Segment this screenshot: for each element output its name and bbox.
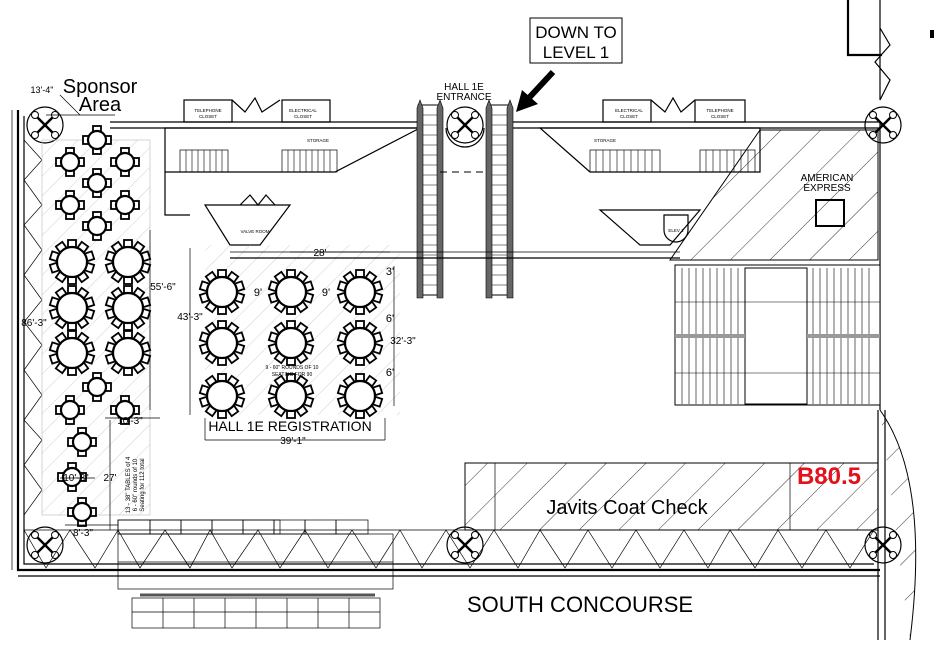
dim-sponsor-lower-height: 27' [103, 473, 116, 484]
south-concourse-label: SOUTH CONCOURSE [467, 592, 693, 617]
sponsor-area-line2: Area [79, 94, 122, 116]
dim-sponsor-width-top: 13'-4" [31, 85, 54, 95]
telephone-closet-left-1: TELEPHONE [194, 108, 221, 113]
hall-entrance-line1: HALL 1E [444, 82, 484, 93]
coat-check-label: Javits Coat Check [546, 497, 708, 519]
dim-sponsor-height: 55'-6" [150, 282, 176, 293]
dim-registration-gap-top: 3' [386, 266, 394, 278]
registration-area [189, 245, 680, 441]
electrical-closet-left-1: ELECTRICAL [289, 108, 317, 113]
registration-note-2: SEATING FOR 90 [272, 372, 313, 378]
labels: DOWN TO LEVEL 1 HALL 1E ENTRANCE Sponsor… [63, 17, 861, 617]
american-express-line2: EXPRESS [803, 183, 851, 194]
sponsor-note-1: 13 - 38" TABLES of 4 [126, 456, 132, 513]
dim-left-total: 86'-3" [21, 318, 47, 329]
telephone-closet-right-2: CLOSET [711, 114, 729, 119]
storage-left: STORAGE [307, 138, 329, 143]
dim-registration-gap-h2: 9' [322, 287, 330, 299]
dimensions: 13'-4" 55'-6" 86'-3" 10'-3" 27' 10'-3" 8… [21, 85, 416, 539]
storage-right: STORAGE [594, 138, 616, 143]
sponsor-area [41, 94, 160, 530]
american-express-line1: AMERICAN [801, 173, 854, 184]
telephone-closet-left-2: CLOSET [199, 114, 217, 119]
electrical-closet-right-2: CLOSET [620, 114, 638, 119]
dim-registration-gap-v2: 6' [386, 367, 394, 379]
sponsor-note-2: 6 - 60" rounds of 10 [133, 458, 139, 511]
booth-number: B80.5 [797, 463, 861, 490]
coat-check [464, 409, 917, 641]
column-icon [25, 105, 65, 145]
grand-stairs [674, 264, 881, 406]
column-icon [863, 525, 903, 565]
dim-registration-top: 28' [313, 248, 326, 259]
dim-registration-width: 39'-1" [280, 436, 306, 447]
amex-stairs-icon [815, 199, 845, 227]
escalators [416, 99, 514, 299]
telephone-closet-right-1: TELEPHONE [706, 108, 733, 113]
dim-registration-gap-h1: 9' [254, 287, 262, 299]
left-service-core [164, 96, 421, 246]
dim-sponsor-lower-width: 10'-3" [117, 416, 143, 427]
column-icon [445, 105, 485, 145]
registration-note-1: 9 - 60" ROUNDS OF 10 [266, 365, 319, 371]
dim-registration-inner-height: 32'-3" [390, 336, 416, 347]
sponsor-area-line1: Sponsor [63, 76, 138, 98]
down-to-level-box [529, 17, 623, 64]
down-to-level-line2: LEVEL 1 [543, 43, 609, 62]
dim-sponsor-table-gap: 10'-3" [63, 473, 89, 484]
sponsor-note-3: Seating for 112 total [140, 458, 146, 511]
down-to-level-line1: DOWN TO [535, 23, 617, 42]
down-arrow-icon [516, 69, 556, 112]
dim-registration-gap-v1: 6' [386, 313, 394, 325]
dim-registration-height: 43'-3" [177, 312, 203, 323]
hall-entrance-line2: ENTRANCE [436, 92, 491, 103]
column-icon [445, 525, 485, 565]
dim-sponsor-bottom: 8'-3" [73, 528, 93, 539]
valve-room-label: VALVE ROOM [240, 229, 269, 234]
elevator-label: ELEV 1 [668, 228, 684, 233]
electrical-closet-right-1: ELECTRICAL [615, 108, 643, 113]
registration-label: HALL 1E REGISTRATION [208, 418, 371, 434]
american-express-area [669, 129, 879, 261]
electrical-closet-left-2: CLOSET [294, 114, 312, 119]
marker-icon [930, 30, 934, 38]
left-truss [23, 139, 43, 516]
stage-block [117, 519, 394, 629]
